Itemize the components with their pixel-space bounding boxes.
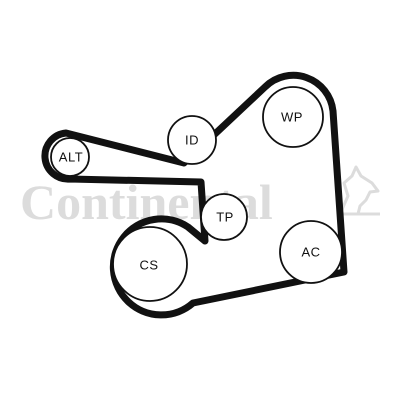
pulley-wp-label: WP (281, 110, 303, 125)
pulley-id-label: ID (185, 133, 199, 148)
pulley-ac-label: AC (301, 245, 320, 260)
pulley-alt: ALT (50, 137, 90, 177)
pulley-tp: TP (200, 193, 248, 241)
pulley-ac: AC (279, 220, 343, 284)
pulley-alt-label: ALT (59, 150, 83, 165)
pulley-cs: CS (112, 226, 188, 302)
pulley-tp-label: TP (216, 210, 234, 225)
horse-logo-icon (338, 165, 380, 216)
pulley-cs-label: CS (139, 258, 158, 273)
pulley-wp: WP (262, 86, 324, 148)
pulley-id: ID (167, 115, 217, 165)
